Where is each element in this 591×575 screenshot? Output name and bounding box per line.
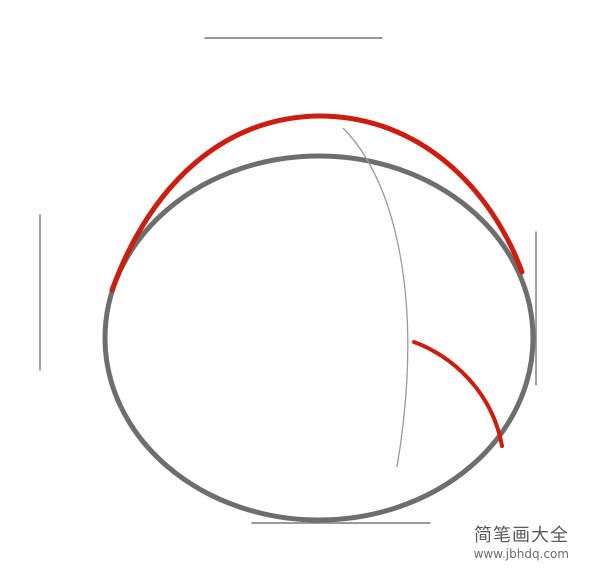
- main-oval-outline: [102, 153, 536, 523]
- site-watermark: 简笔画大全 www.jbhdq.com: [474, 525, 569, 561]
- watermark-title: 简笔画大全: [474, 525, 569, 546]
- red-dome-curve: [109, 113, 525, 293]
- guide-arc-line: [342, 127, 409, 468]
- watermark-url: www.jbhdq.com: [473, 547, 569, 561]
- red-side-curve: [412, 340, 504, 448]
